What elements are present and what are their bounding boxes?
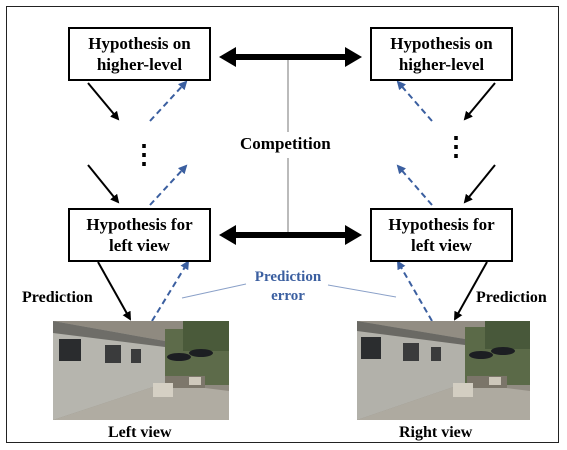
prediction-error-line-1: Prediction bbox=[254, 269, 322, 285]
box-line-1: Hypothesis for bbox=[86, 215, 193, 234]
feedback-arrow-left-bottom bbox=[151, 260, 190, 322]
right-view-photo bbox=[357, 321, 530, 420]
feedback-arrow-right-top bbox=[396, 80, 433, 122]
feedback-arrow-right-bottom bbox=[397, 260, 433, 322]
feedback-arrow-right-mid bbox=[396, 164, 433, 206]
ellipsis-left: ⋮ bbox=[131, 140, 157, 169]
forward-arrow-right-bottom bbox=[454, 261, 488, 321]
hypothesis-higher-right-box: Hypothesis on higher-level bbox=[370, 27, 513, 81]
prediction-label-left: Prediction bbox=[22, 289, 93, 306]
box-line-1: Hypothesis on bbox=[390, 34, 493, 53]
right-view-caption: Right view bbox=[399, 424, 473, 441]
box-line-1: Hypothesis on bbox=[88, 34, 191, 53]
competition-arrow-bottom bbox=[219, 225, 362, 245]
ellipsis-right: ⋮ bbox=[443, 132, 469, 161]
figure-border bbox=[6, 6, 559, 443]
forward-arrow-left-bottom bbox=[97, 261, 131, 321]
hypothesis-higher-left-box: Hypothesis on higher-level bbox=[68, 27, 211, 81]
box-line-2: higher-level bbox=[96, 55, 183, 74]
feedback-arrow-left-top bbox=[149, 80, 188, 122]
box-line-1: Hypothesis for bbox=[388, 215, 495, 234]
box-line-2: left view bbox=[411, 236, 472, 255]
forward-arrow-left-top bbox=[87, 82, 120, 121]
feedback-arrow-left-mid bbox=[149, 164, 188, 206]
competition-label: Competition bbox=[238, 134, 333, 154]
hypothesis-view-left-box: Hypothesis for left view bbox=[68, 208, 211, 262]
prediction-error-line-2: error bbox=[271, 288, 305, 304]
prediction-error-line-left bbox=[181, 283, 247, 299]
left-view-photo bbox=[53, 321, 229, 420]
forward-arrow-right-top bbox=[463, 82, 496, 121]
hypothesis-view-right-box: Hypothesis for left view bbox=[370, 208, 513, 262]
box-line-2: higher-level bbox=[398, 55, 485, 74]
forward-arrow-left-mid bbox=[87, 164, 120, 204]
forward-arrow-right-mid bbox=[463, 164, 496, 204]
box-line-2: left view bbox=[109, 236, 170, 255]
competition-arrow-top bbox=[219, 47, 362, 67]
prediction-error-line-right bbox=[327, 284, 397, 298]
left-view-caption: Left view bbox=[108, 424, 172, 441]
prediction-error-label: Prediction error bbox=[242, 268, 334, 306]
prediction-label-right: Prediction bbox=[476, 289, 547, 306]
